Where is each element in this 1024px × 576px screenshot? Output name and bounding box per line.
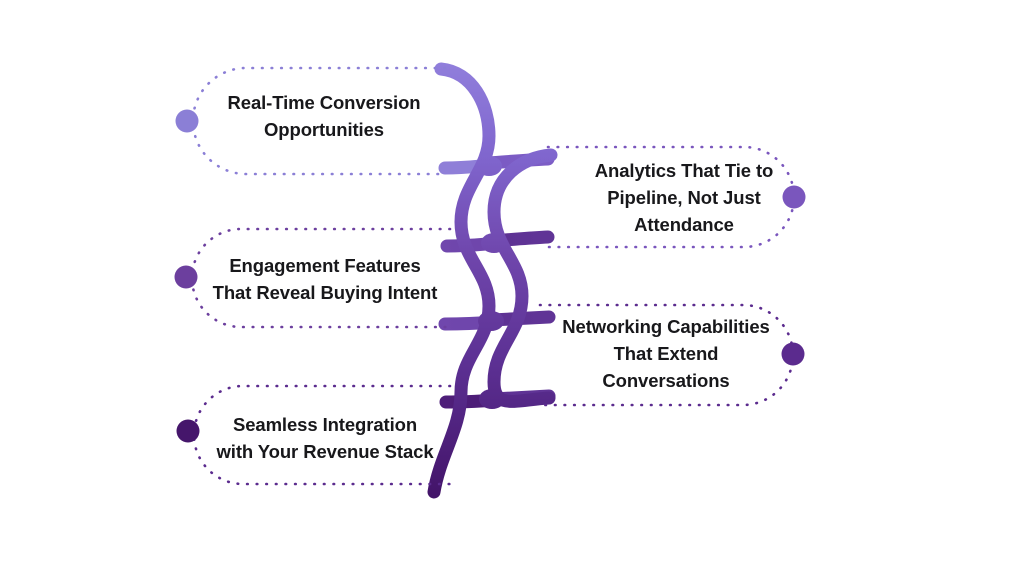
junction-3 [478,311,504,331]
spine-junctions [476,156,507,409]
node-dot-3[interactable] [174,265,198,289]
junction-2 [481,233,507,253]
spine-strand-b [487,148,558,408]
spine-strand-a [427,62,496,499]
capsule-outline-4 [538,303,795,407]
dotted-capsules [190,66,796,486]
capsule-outline-5 [192,384,452,486]
node-dot-4[interactable] [781,342,805,366]
node-dots [174,109,806,443]
junction-4 [479,389,505,409]
spine-strands [427,62,558,499]
junction-1 [476,156,502,176]
node-dot-5[interactable] [176,419,200,443]
capsule-outline-3 [190,227,452,329]
node-dot-2[interactable] [782,185,806,209]
capsule-outline-1 [191,66,447,176]
node-dot-1[interactable] [175,109,199,133]
capsule-outline-2 [546,145,796,249]
